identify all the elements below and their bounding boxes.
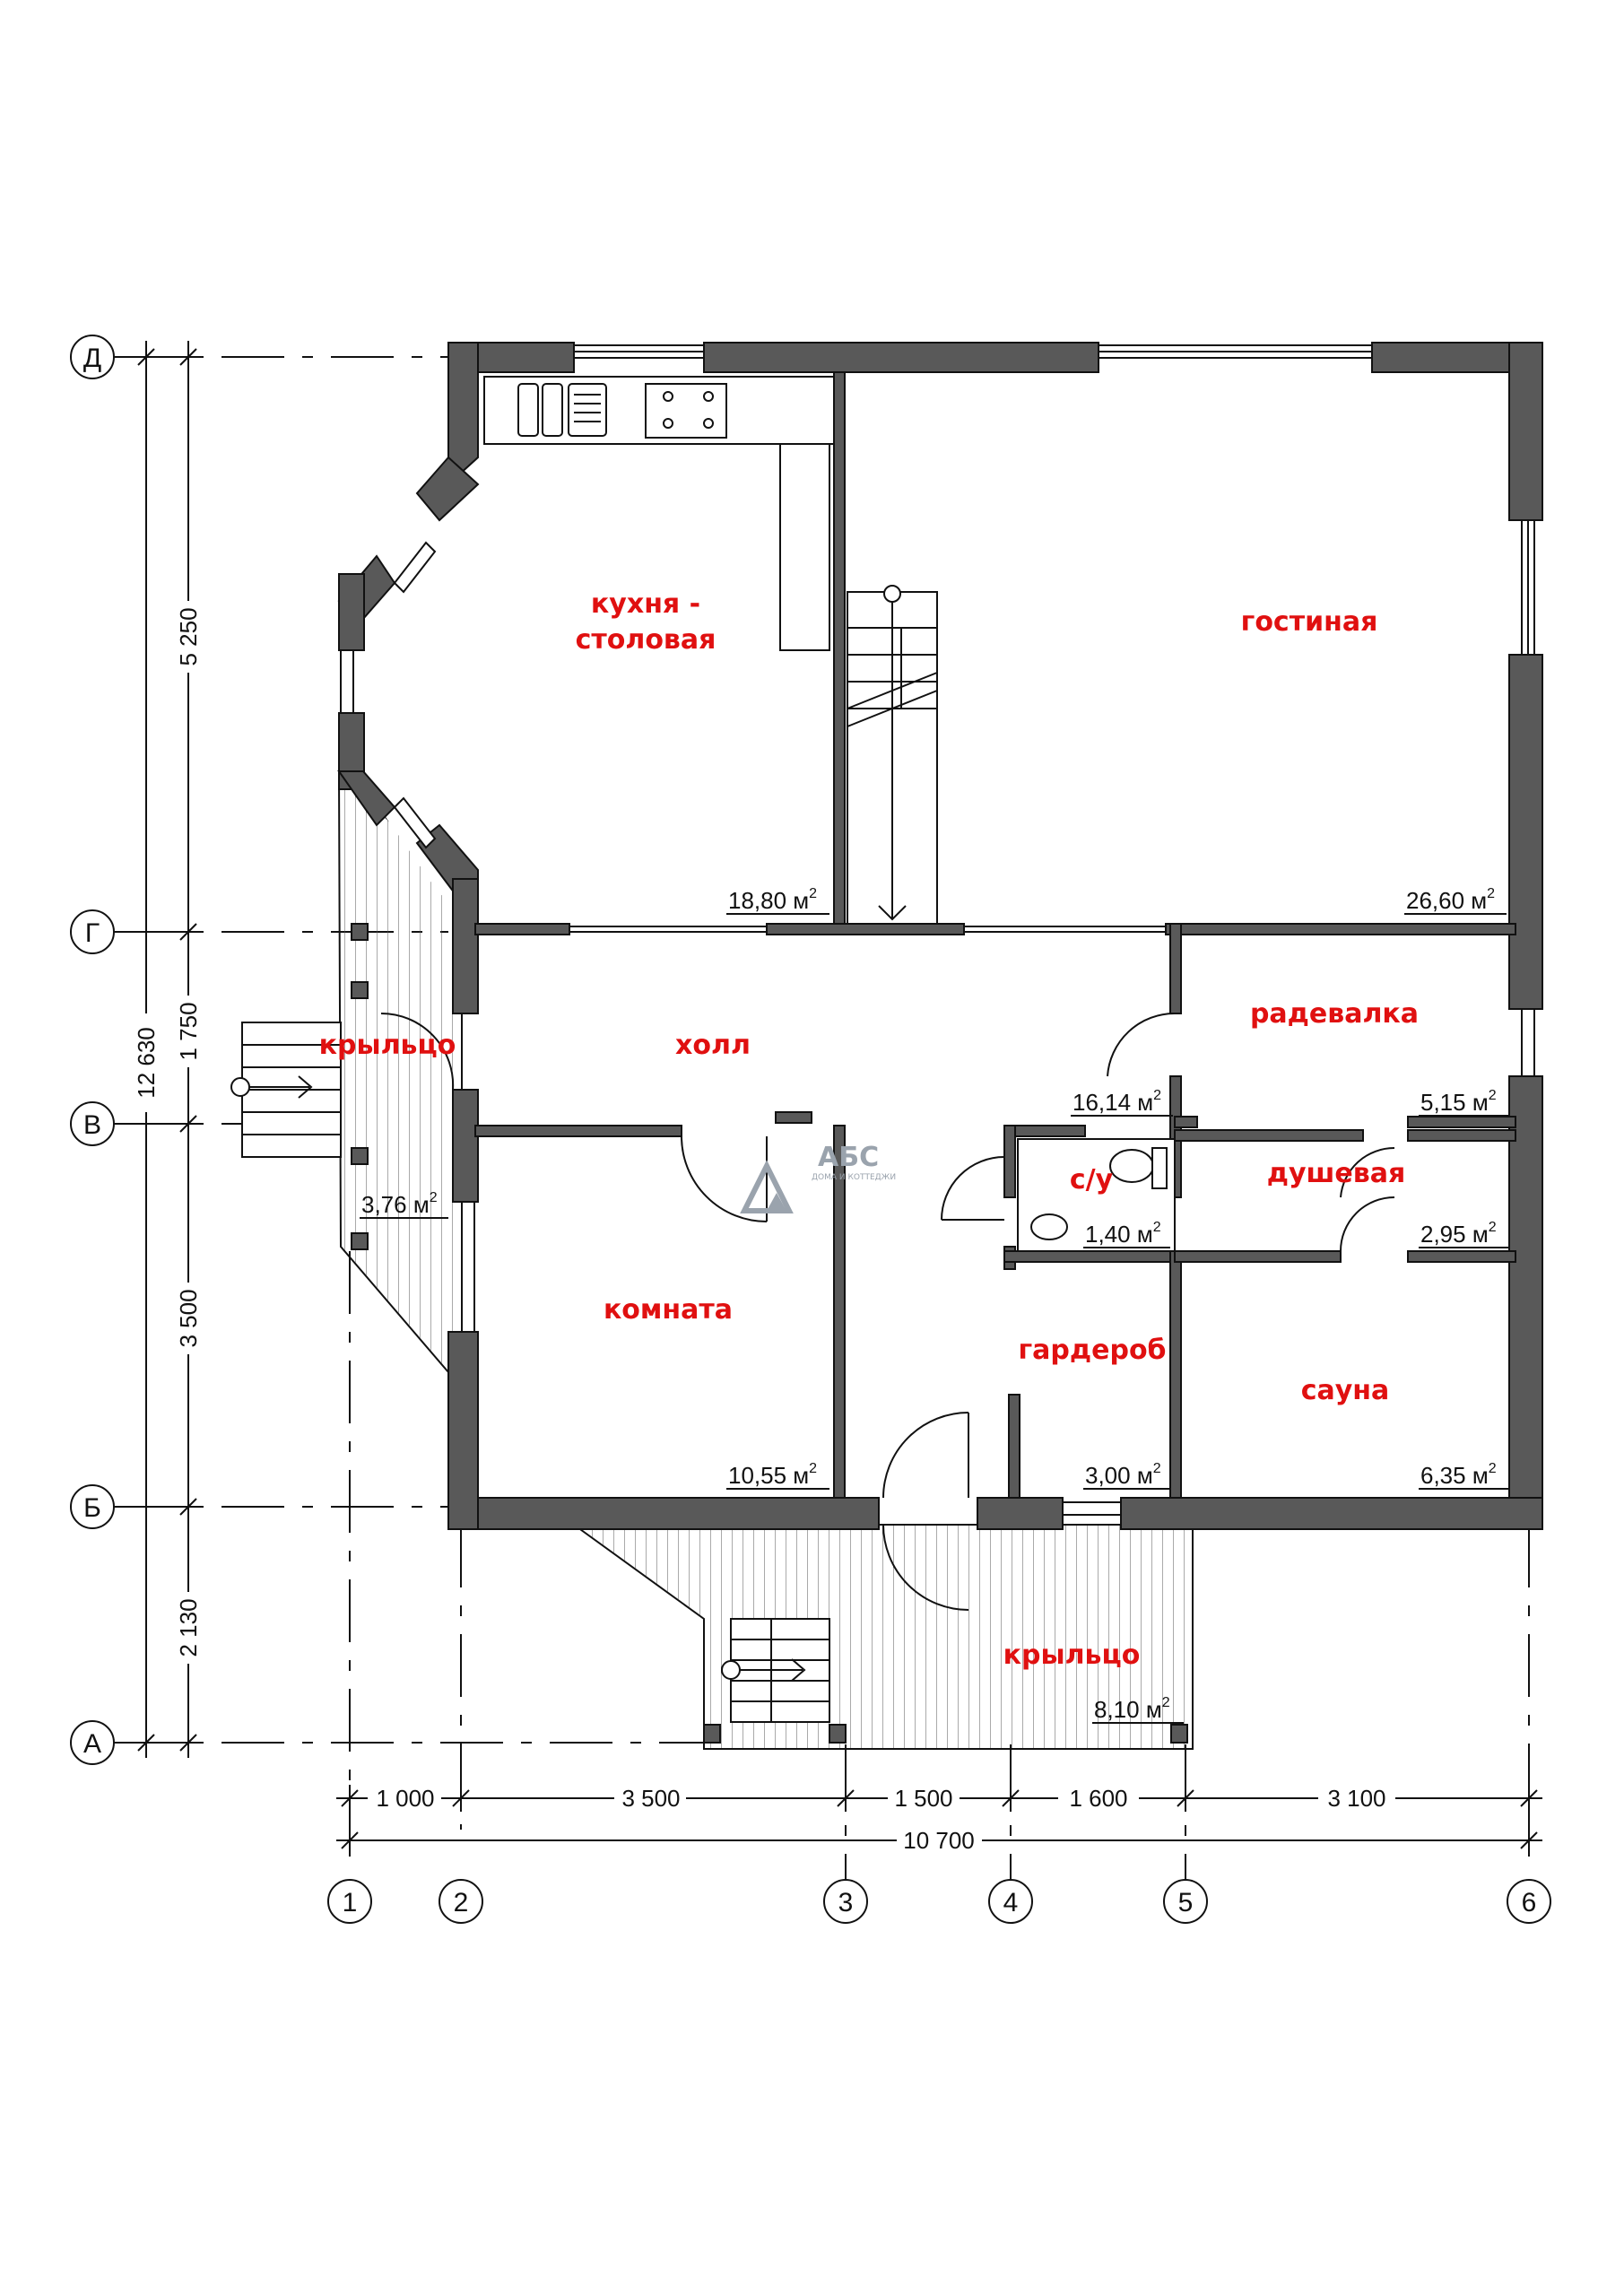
door-swings: [380, 1012, 1395, 1611]
svg-text:6,35 м2: 6,35 м2: [1420, 1461, 1497, 1489]
dim-h-3100: 3 100: [1327, 1785, 1385, 1812]
svg-text:3,00 м2: 3,00 м2: [1085, 1461, 1161, 1489]
area-porch-front: 8,10 м2: [1092, 1695, 1184, 1724]
svg-text:18,80 м2: 18,80 м2: [728, 886, 817, 914]
svg-text:1,40 м2: 1,40 м2: [1085, 1220, 1161, 1248]
area-kitchen: 18,80 м2: [726, 886, 829, 915]
dim-v-3500: 3 500: [175, 1289, 202, 1347]
dimension-texts: 5 250 1 750 3 500 2 130 12 630 1 000 3 5…: [130, 601, 1395, 1854]
svg-text:10,55 м2: 10,55 м2: [728, 1461, 817, 1489]
axis-label-v: В: [83, 1110, 101, 1140]
area-hall: 16,14 м2: [1071, 1088, 1173, 1117]
axis-label-a: А: [83, 1729, 101, 1759]
logo-subtitle: ДОМА И КОТТЕДЖИ: [812, 1173, 896, 1182]
dim-h-1000: 1 000: [376, 1785, 434, 1812]
interior-stairs: [847, 585, 938, 925]
axis-bubbles-numbers: 1 2 3 4 5 6: [327, 1879, 1551, 1924]
dim-h-1600: 1 600: [1069, 1785, 1127, 1812]
axis-label-2: 2: [454, 1888, 469, 1918]
room-labels: кухня - столовая гостиная холл радевалка…: [319, 588, 1419, 1671]
svg-text:26,60 м2: 26,60 м2: [1406, 886, 1495, 914]
logo-name: АБС: [818, 1142, 879, 1173]
label-kitchen-2: столовая: [576, 624, 716, 656]
area-porch-side: 3,76 м2: [360, 1190, 448, 1219]
label-porch-front: крыльцо: [1003, 1639, 1141, 1671]
area-changing: 5,15 м2: [1419, 1088, 1508, 1117]
dim-h-3500: 3 500: [621, 1785, 680, 1812]
front-porch: [570, 1524, 1194, 1750]
axis-label-5: 5: [1178, 1888, 1194, 1918]
dim-h-total: 10 700: [903, 1827, 975, 1854]
area-living: 26,60 м2: [1404, 886, 1507, 915]
axis-label-g: Г: [85, 918, 100, 948]
area-wc: 1,40 м2: [1083, 1220, 1170, 1248]
label-changing: радевалка: [1250, 998, 1419, 1030]
area-shower: 2,95 м2: [1419, 1220, 1508, 1248]
axis-lines: [112, 356, 1530, 1892]
windows: [340, 344, 1535, 1516]
dim-v-total: 12 630: [133, 1027, 160, 1099]
svg-text:5,15 м2: 5,15 м2: [1420, 1088, 1497, 1116]
label-living: гостиная: [1241, 606, 1378, 638]
label-room: комната: [604, 1294, 733, 1326]
dim-h-1500: 1 500: [894, 1785, 952, 1812]
area-sauna: 6,35 м2: [1419, 1461, 1508, 1490]
label-hall: холл: [675, 1030, 751, 1061]
axis-label-4: 4: [1003, 1888, 1019, 1918]
svg-text:2,95 м2: 2,95 м2: [1420, 1220, 1497, 1248]
label-shower: душевая: [1267, 1158, 1405, 1189]
wc-fixtures: [1017, 1138, 1176, 1252]
label-wardrobe: гардероб: [1019, 1335, 1167, 1366]
axis-bubbles-letters: Д Г В Б А: [70, 335, 115, 1765]
dim-v-2130: 2 130: [175, 1598, 202, 1657]
axis-label-d: Д: [83, 344, 101, 373]
axis-label-6: 6: [1522, 1888, 1537, 1918]
label-wc: с/у: [1070, 1164, 1114, 1196]
label-sauna: сауна: [1301, 1375, 1390, 1406]
area-tags: 18,80 м2 26,60 м2 16,14 м2 5,15 м2 1,40 …: [360, 886, 1508, 1724]
axis-label-1: 1: [343, 1888, 358, 1918]
area-wardrobe: 3,00 м2: [1083, 1461, 1170, 1490]
axis-label-b: Б: [83, 1493, 101, 1523]
svg-text:3,76 м2: 3,76 м2: [361, 1190, 438, 1218]
area-room: 10,55 м2: [726, 1461, 829, 1490]
walls: [337, 342, 1543, 1530]
kitchen-counter: [483, 376, 835, 651]
svg-text:16,14 м2: 16,14 м2: [1073, 1088, 1161, 1116]
abs-logo: АБС ДОМА И КОТТЕДЖИ: [740, 1142, 896, 1213]
dim-v-5250: 5 250: [175, 607, 202, 665]
dim-v-1750: 1 750: [175, 1002, 202, 1060]
label-porch-side: крыльцо: [319, 1030, 456, 1061]
label-kitchen-1: кухня -: [591, 588, 700, 620]
svg-text:8,10 м2: 8,10 м2: [1094, 1695, 1170, 1723]
axis-label-3: 3: [838, 1888, 854, 1918]
